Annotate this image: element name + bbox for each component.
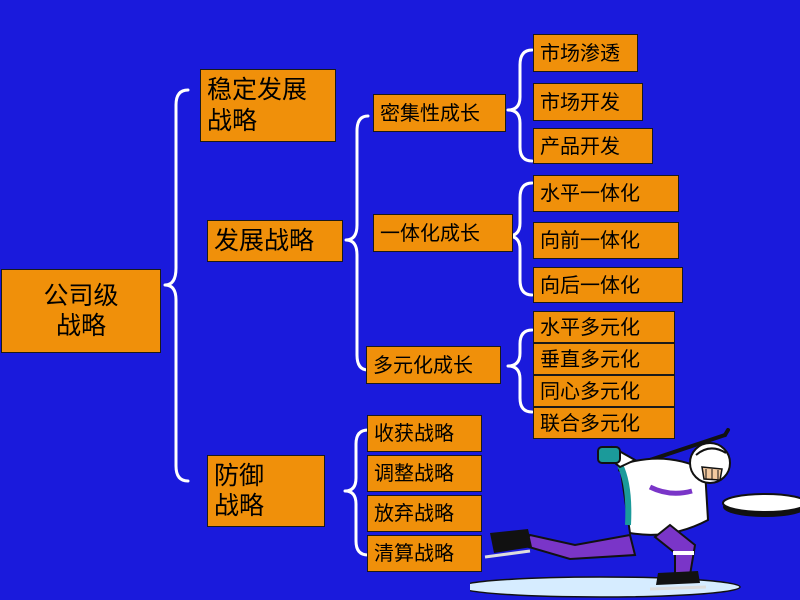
- forward-integration-label: 向前一体化: [540, 228, 640, 253]
- diversification-brace: [506, 328, 534, 414]
- intensive-growth-box: 密集性成长: [373, 94, 506, 132]
- horizontal-integration-label: 水平一体化: [540, 181, 640, 206]
- root-label: 公司级 战略: [43, 280, 119, 341]
- market-penetration-box: 市场渗透: [533, 34, 638, 72]
- defense-strategy-label: 防御 战略: [214, 460, 265, 521]
- integration-growth-label: 一体化成长: [380, 220, 480, 245]
- divestment-strategy-box: 放弃战略: [367, 495, 482, 532]
- horizontal-diversification-label: 水平多元化: [540, 314, 640, 339]
- divestment-strategy-label: 放弃战略: [374, 501, 454, 526]
- defense-brace: [343, 428, 370, 557]
- development-brace: [344, 114, 370, 372]
- development-strategy-label: 发展战略: [214, 225, 315, 255]
- adjustment-strategy-label: 调整战略: [374, 461, 454, 486]
- liquidation-strategy-box: 清算战略: [367, 535, 482, 572]
- vertical-diversification-box: 垂直多元化: [533, 343, 675, 375]
- market-development-box: 市场开发: [533, 83, 643, 121]
- product-development-box: 产品开发: [533, 128, 653, 164]
- concentric-diversification-label: 同心多元化: [540, 378, 640, 403]
- backward-integration-label: 向后一体化: [540, 272, 640, 297]
- integration-growth-box: 一体化成长: [373, 214, 513, 252]
- vertical-diversification-label: 垂直多元化: [540, 346, 640, 371]
- harvest-strategy-label: 收获战略: [374, 421, 454, 446]
- stable-strategy-box: 稳定发展 战略: [200, 69, 336, 142]
- diversification-growth-box: 多元化成长: [366, 346, 501, 384]
- horizontal-integration-box: 水平一体化: [533, 175, 679, 212]
- adjustment-strategy-box: 调整战略: [367, 455, 482, 492]
- hockey-player-icon: [470, 428, 800, 598]
- conglomerate-diversification-label: 联合多元化: [540, 410, 640, 435]
- conglomerate-diversification-box: 联合多元化: [533, 407, 675, 439]
- concentric-diversification-box: 同心多元化: [533, 375, 675, 407]
- market-penetration-label: 市场渗透: [540, 40, 620, 65]
- diversification-growth-label: 多元化成长: [373, 352, 473, 377]
- intensive-growth-label: 密集性成长: [380, 100, 480, 125]
- root-brace: [163, 88, 190, 483]
- horizontal-diversification-box: 水平多元化: [533, 311, 675, 343]
- market-development-label: 市场开发: [540, 89, 620, 114]
- stable-strategy-label: 稳定发展 战略: [207, 75, 308, 135]
- harvest-strategy-box: 收获战略: [367, 415, 482, 452]
- intensive-brace: [506, 48, 534, 163]
- development-strategy-box: 发展战略: [207, 220, 343, 262]
- root-box: 公司级 战略: [1, 269, 161, 353]
- product-development-label: 产品开发: [540, 133, 620, 158]
- backward-integration-box: 向后一体化: [533, 267, 683, 303]
- forward-integration-box: 向前一体化: [533, 222, 679, 259]
- defense-strategy-box: 防御 战略: [207, 455, 325, 527]
- liquidation-strategy-label: 清算战略: [374, 541, 454, 566]
